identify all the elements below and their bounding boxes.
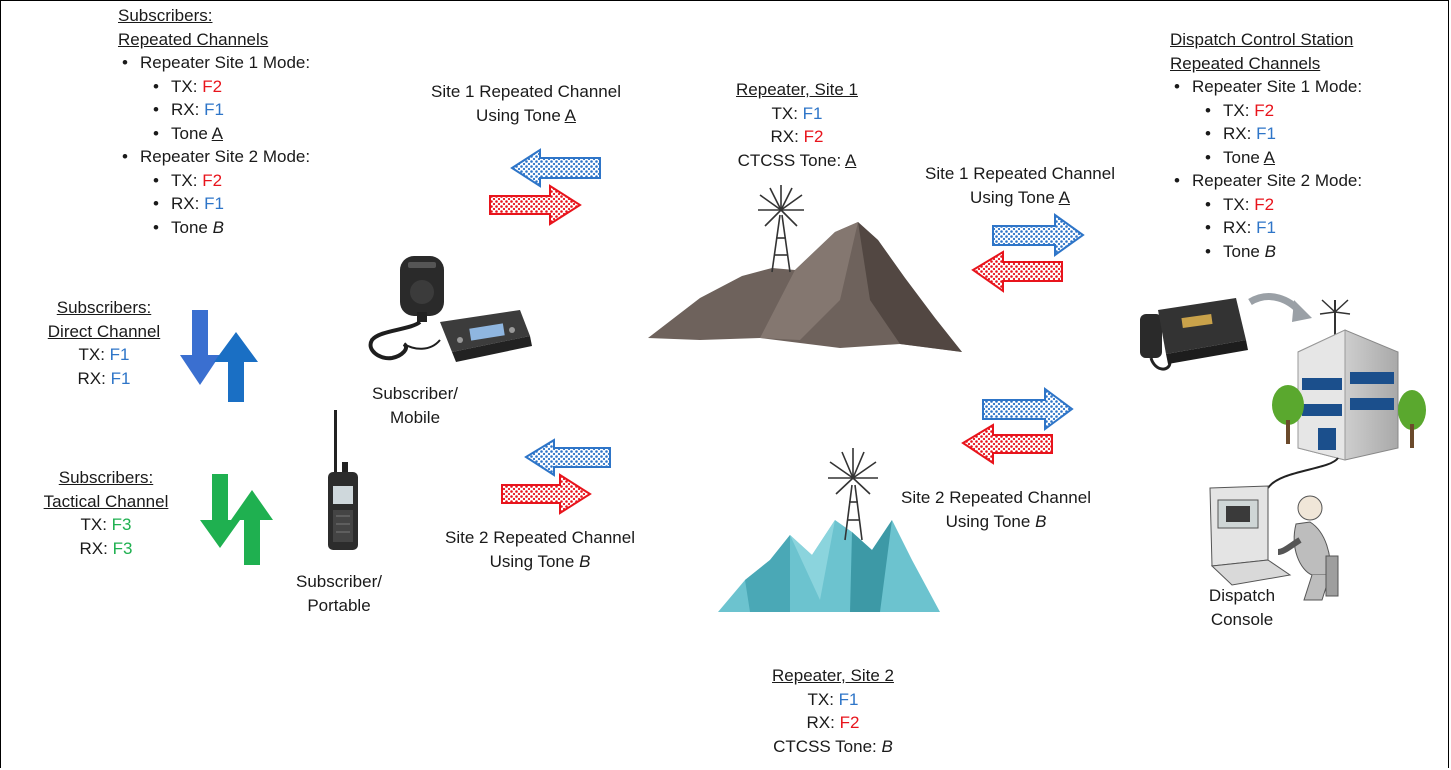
- site2-left-link-line2: Using Tone B: [489, 551, 591, 571]
- dispatch-site1-mode: Repeater Site 1 Mode:: [1172, 75, 1362, 99]
- direct-down-arrow: [180, 310, 220, 385]
- building-icon: [1272, 299, 1426, 461]
- site2-left-downlink-arrow: [501, 473, 592, 515]
- site1-left-link-line2: Using Tone A: [476, 105, 576, 125]
- repeater-site2-mountain: [718, 448, 940, 612]
- subscribers-repeated-title-1: Subscribers:: [118, 6, 213, 25]
- tactical-channel-block: Subscribers: Tactical Channel TX: F3 RX:…: [20, 466, 192, 560]
- tactical-up-arrow: [231, 490, 273, 565]
- dispatch-site2-tx: TX: F2: [1203, 193, 1362, 217]
- direct-title-2: Direct Channel: [47, 321, 161, 341]
- dispatch-site1-rx: RX: F1: [1203, 122, 1362, 146]
- direct-channel-arrows: [180, 310, 258, 402]
- site1-tx-item: TX: F2: [151, 75, 310, 99]
- curved-arrow: [1248, 293, 1303, 315]
- repeater-site1-title: Repeater, Site 1: [736, 80, 858, 99]
- repeater-site1-mountain: [648, 185, 962, 352]
- site2-right-link-label: Site 2 Repeated Channel Using Tone B: [890, 486, 1102, 533]
- site1-right-downlink-arrow: [971, 250, 1063, 293]
- tactical-channel-arrows: [200, 474, 273, 565]
- site1-mode-item: Repeater Site 1 Mode:: [120, 51, 310, 75]
- site1-right-arrows: [971, 213, 1085, 293]
- direct-up-arrow: [214, 332, 258, 402]
- direct-channel-block: Subscribers: Direct Channel TX: F1 RX: F…: [24, 296, 184, 390]
- site1-left-link-label: Site 1 Repeated Channel Using Tone A: [420, 80, 632, 127]
- dispatch-console-icon: [1209, 485, 1339, 601]
- subscriber-mobile-line2: Mobile: [389, 407, 441, 427]
- mobile-radio-icon: [368, 256, 532, 362]
- repeater-site2-tx: TX: F1: [807, 689, 859, 709]
- dispatch-site1-tone: Tone A: [1203, 146, 1362, 170]
- tactical-down-arrow: [200, 474, 240, 548]
- repeater-site1-tx: TX: F1: [771, 103, 823, 123]
- site2-tx-item: TX: F2: [151, 169, 310, 193]
- tactical-title-1: Subscribers:: [58, 468, 154, 487]
- site2-right-arrows: [961, 387, 1074, 465]
- site2-left-link-line1: Site 2 Repeated Channel: [445, 528, 635, 547]
- site1-left-arrows: [489, 148, 601, 226]
- site1-left-link-line1: Site 1 Repeated Channel: [431, 82, 621, 101]
- repeater-site1-block: Repeater, Site 1 TX: F1 RX: F2 CTCSS Ton…: [712, 78, 882, 172]
- dispatch-site2-mode: Repeater Site 2 Mode:: [1172, 169, 1362, 193]
- dispatch-control-title-2: Repeated Channels: [1170, 53, 1321, 73]
- subscriber-portable-line2: Portable: [307, 595, 371, 615]
- subscriber-mobile-line1: Subscriber/: [372, 384, 458, 403]
- site2-left-uplink-arrow: [524, 438, 611, 477]
- site1-right-link-label: Site 1 Repeated Channel Using Tone A: [914, 162, 1126, 209]
- curved-arrow-head: [1292, 300, 1312, 322]
- dispatch-control-block: Dispatch Control Station Repeated Channe…: [1170, 28, 1362, 263]
- site1-left-downlink-arrow: [489, 184, 582, 226]
- subscriber-mobile-label: Subscriber/ Mobile: [360, 382, 470, 429]
- repeater-site1-tone: CTCSS Tone: A: [737, 150, 857, 170]
- site1-right-uplink-arrow: [992, 213, 1085, 257]
- dispatch-console-line2: Console: [1210, 609, 1274, 629]
- site2-right-link-line1: Site 2 Repeated Channel: [901, 488, 1091, 507]
- site1-tone-item: Tone A: [151, 122, 310, 146]
- repeater-site1-rx: RX: F2: [770, 127, 824, 146]
- radio-tower-icon: [828, 448, 878, 541]
- site2-left-arrows: [501, 438, 611, 515]
- control-station-radio-icon: [1140, 298, 1248, 371]
- portable-radio-icon: [328, 410, 358, 550]
- subscribers-repeated-title-2: Repeated Channels: [118, 29, 269, 49]
- site1-right-link-line1: Site 1 Repeated Channel: [925, 164, 1115, 183]
- site1-rx-item: RX: F1: [151, 98, 310, 122]
- site2-left-link-label: Site 2 Repeated Channel Using Tone B: [434, 526, 646, 573]
- site2-rx-item: RX: F1: [151, 192, 310, 216]
- repeater-site2-tone: CTCSS Tone: B: [773, 736, 893, 756]
- subscribers-repeated-block: Subscribers: Repeated Channels Repeater …: [118, 4, 310, 239]
- direct-tx: TX: F1: [78, 345, 130, 364]
- tactical-tx: TX: F3: [80, 515, 132, 534]
- site1-right-link-line2: Using Tone A: [970, 187, 1070, 207]
- subscriber-portable-label: Subscriber/ Portable: [284, 570, 394, 617]
- dispatch-control-title-1: Dispatch Control Station: [1170, 30, 1354, 49]
- repeater-site2-block: Repeater, Site 2 TX: F1 RX: F2 CTCSS Ton…: [748, 664, 918, 758]
- site1-left-uplink-arrow: [510, 148, 601, 188]
- site2-tone-item: Tone B: [151, 216, 310, 240]
- subscriber-portable-line1: Subscriber/: [296, 572, 382, 591]
- repeater-site2-rx: RX: F2: [806, 713, 860, 732]
- dispatch-site2-rx: RX: F1: [1203, 216, 1362, 240]
- direct-title-1: Subscribers:: [56, 298, 152, 317]
- tactical-title-2: Tactical Channel: [43, 491, 169, 511]
- repeater-site2-title: Repeater, Site 2: [772, 666, 894, 685]
- dispatch-site2-tone: Tone B: [1203, 240, 1362, 264]
- site2-right-link-line2: Using Tone B: [945, 511, 1047, 531]
- site2-mode-item: Repeater Site 2 Mode:: [120, 145, 310, 169]
- dispatch-console-line1: Dispatch: [1208, 586, 1276, 605]
- console-cable: [1267, 457, 1339, 489]
- radio-tower-icon: [758, 185, 804, 273]
- direct-rx: RX: F1: [77, 368, 131, 388]
- tactical-rx: RX: F3: [79, 538, 133, 558]
- site2-right-uplink-arrow: [982, 387, 1074, 431]
- dispatch-console-label: Dispatch Console: [1182, 584, 1302, 631]
- dispatch-site1-tx: TX: F2: [1203, 99, 1362, 123]
- site2-right-downlink-arrow: [961, 423, 1053, 465]
